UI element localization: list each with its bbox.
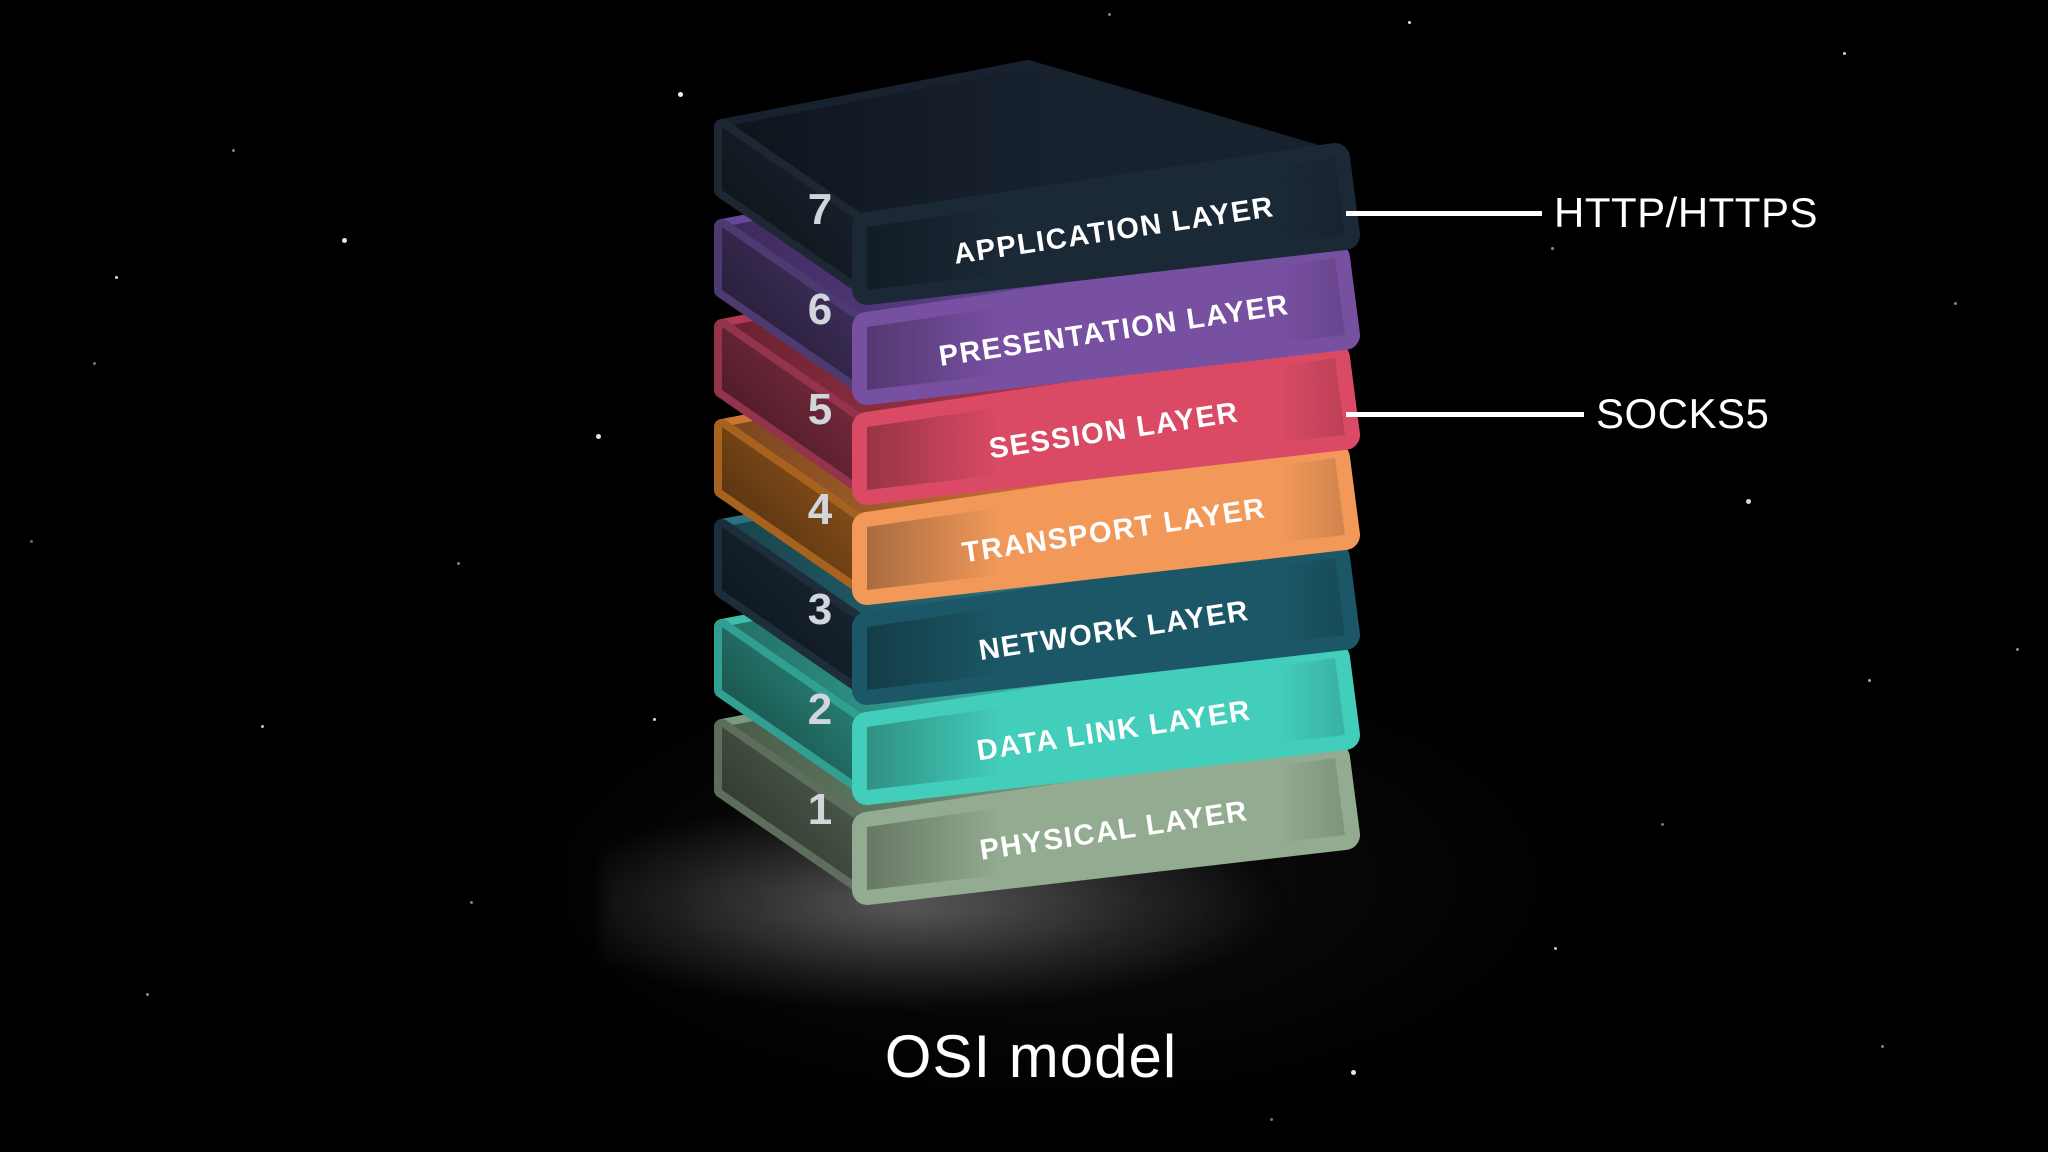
callout-label: HTTP/HTTPS (1554, 189, 1818, 236)
layer-number: 6 (808, 285, 832, 334)
layer-number: 2 (808, 685, 832, 734)
layer-number: 7 (808, 185, 832, 234)
callout-line (1346, 411, 1584, 417)
layer-number: 4 (808, 485, 833, 534)
callout-label: SOCKS5 (1596, 390, 1770, 437)
layer-number: 3 (808, 585, 832, 634)
annotation-http-https: HTTP/HTTPS (1346, 187, 1818, 239)
layer-number: 1 (808, 785, 832, 834)
layer-number: 5 (808, 385, 832, 434)
diagram-title: OSI model (884, 1023, 1178, 1090)
osi-layer-7: 7 APPLICATION LAYER (714, 60, 1360, 305)
callout-line (1346, 210, 1542, 216)
annotation-socks5: SOCKS5 (1346, 388, 1769, 440)
